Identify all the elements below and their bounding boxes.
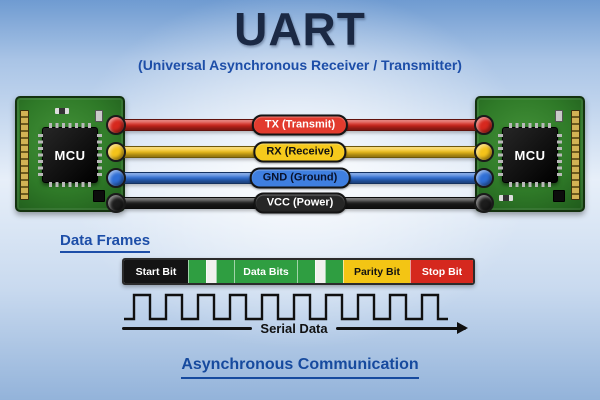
- frame-segment-bit: [297, 260, 315, 283]
- serial-data-label: Serial Data: [260, 320, 328, 336]
- frame-segment-data-bits: Data Bits: [234, 260, 297, 283]
- frame-segment-gap: [206, 260, 216, 283]
- wire-tx-terminal-left: [106, 115, 126, 135]
- component-icon: [93, 190, 105, 202]
- chip-pins-icon: [49, 182, 91, 187]
- pin-header-icon: [571, 110, 580, 200]
- wire-rx-terminal-right: [474, 142, 494, 162]
- data-frame-bar: Start Bit Data Bits Parity Bit Stop Bit: [122, 258, 475, 285]
- wire-tx-label: TX (Transmit): [251, 114, 349, 136]
- wire-gnd-terminal-right: [474, 168, 494, 188]
- capacitor-icon: [95, 110, 103, 122]
- subtitle: (Universal Asynchronous Receiver / Trans…: [138, 57, 462, 73]
- frame-segment-start-bit: Start Bit: [124, 260, 188, 283]
- square-wave-icon: [124, 293, 448, 321]
- wire-vcc-terminal-right: [474, 193, 494, 213]
- mcu-board-right: MCU: [475, 96, 585, 212]
- wire-vcc: VCC (Power): [106, 192, 494, 214]
- chip-pins-icon: [498, 134, 503, 176]
- frame-segment-stop-bit: Stop Bit: [410, 260, 473, 283]
- wire-vcc-terminal-left: [106, 193, 126, 213]
- resistor-icon: [55, 108, 69, 114]
- wire-tx: TX (Transmit): [106, 114, 494, 136]
- serial-data-axis: Serial Data: [122, 320, 469, 336]
- component-icon: [553, 190, 565, 202]
- wire-gnd-label: GND (Ground): [249, 167, 351, 189]
- frame-segment-gap: [315, 260, 325, 283]
- frame-segment-bit: [216, 260, 234, 283]
- resistor-icon: [499, 195, 513, 201]
- page-title: UART: [234, 3, 366, 55]
- chip-pins-icon: [509, 182, 551, 187]
- frame-segment-bit: [325, 260, 343, 283]
- chip-pins-icon: [509, 123, 551, 128]
- footer-caption-text: Asynchronous Communication: [181, 356, 419, 379]
- wire-rx-terminal-left: [106, 142, 126, 162]
- wire-rx-label: RX (Receive): [253, 141, 347, 163]
- mcu-chip-left: MCU: [38, 123, 102, 187]
- footer-caption: Asynchronous Communication: [0, 356, 600, 379]
- pin-header-icon: [20, 110, 29, 200]
- chip-pins-icon: [97, 134, 102, 176]
- wire-gnd-terminal-left: [106, 168, 126, 188]
- mcu-label-left: MCU: [54, 147, 86, 163]
- frame-segment-parity-bit: Parity Bit: [343, 260, 410, 283]
- frame-segment-bit: [188, 260, 206, 283]
- wire-tx-terminal-right: [474, 115, 494, 135]
- mcu-chip-right: MCU: [498, 123, 562, 187]
- capacitor-icon: [555, 110, 563, 122]
- chip-pins-icon: [557, 134, 562, 176]
- wire-vcc-label: VCC (Power): [253, 192, 347, 214]
- chip-pins-icon: [49, 123, 91, 128]
- axis-line-left: [122, 326, 253, 330]
- arrow-right-icon: [457, 322, 469, 334]
- data-frames-heading: Data Frames: [60, 232, 151, 253]
- wire-gnd: GND (Ground): [106, 167, 494, 189]
- wire-rx: RX (Receive): [106, 141, 494, 163]
- axis-line-right: [335, 322, 469, 334]
- mcu-label-right: MCU: [514, 147, 546, 163]
- chip-pins-icon: [38, 134, 43, 176]
